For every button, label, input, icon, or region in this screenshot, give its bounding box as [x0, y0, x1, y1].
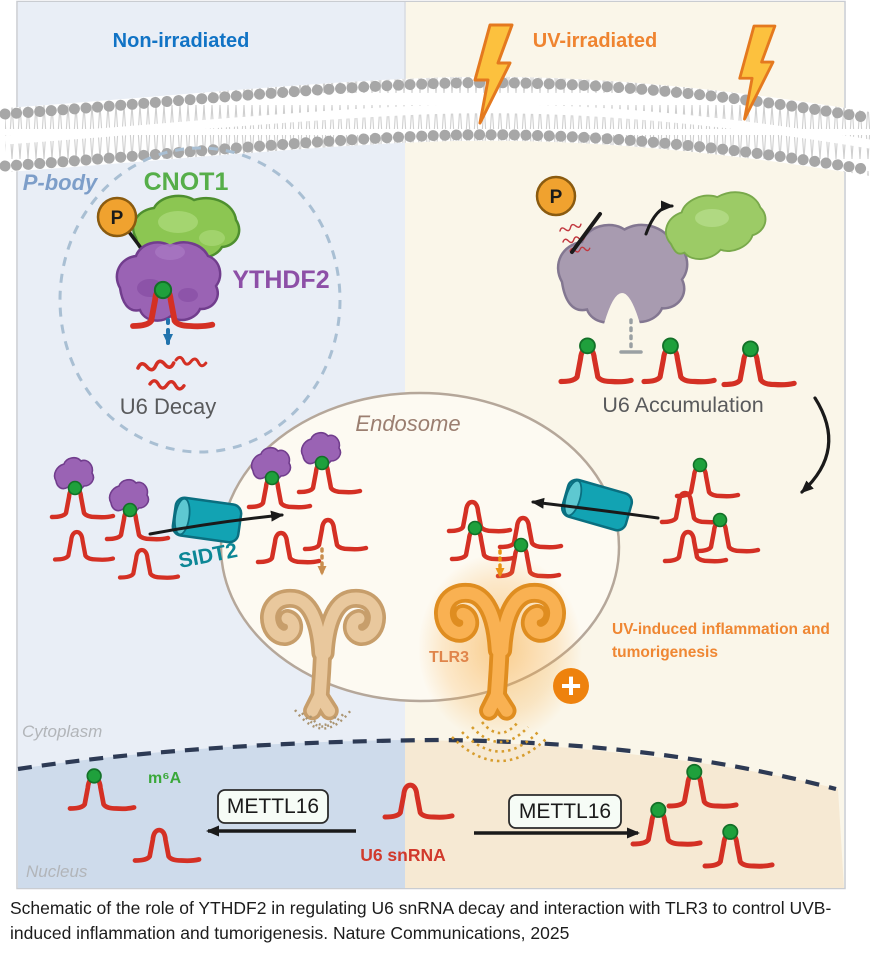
- u6-decay-label: U6 Decay: [120, 394, 217, 419]
- p-body-boundary: [58, 146, 342, 454]
- cnot1-label: CNOT1: [144, 168, 229, 196]
- tlr3-label: TLR3: [429, 649, 469, 666]
- schematic-figure: Non-irradiated UV-irradiated P-body P CN…: [0, 0, 870, 890]
- phosphate-label: P: [550, 187, 563, 208]
- mettl16-label: METTL16: [519, 800, 611, 823]
- mettl16-label: METTL16: [227, 795, 319, 818]
- signal-arcs-weak: [294, 709, 352, 730]
- left-panel-title: Non-irradiated: [113, 30, 250, 52]
- dissociation-arrow: [644, 200, 674, 236]
- m6a-label: m⁶A: [148, 770, 182, 787]
- figure-border: [16, 0, 846, 890]
- import-arrow-right: [531, 497, 660, 520]
- nucleus-region: [18, 740, 844, 888]
- ythdf2-protein-inactive: [556, 223, 689, 324]
- phosphate-badge: P: [96, 196, 138, 238]
- signal-arcs-strong: [451, 721, 549, 763]
- uv-outcome-line2: tumorigenesis: [612, 644, 718, 661]
- figure-caption: Schematic of the role of YTHDF2 in regul…: [10, 898, 832, 943]
- cnot1-protein-released: [658, 183, 773, 267]
- cytoplasm-label: Cytoplasm: [22, 722, 102, 741]
- ythdf2-label: YTHDF2: [232, 266, 329, 294]
- cross-out-slash: [570, 212, 602, 254]
- accumulation-flow-arrow: [800, 396, 831, 494]
- import-arrow-left: [148, 510, 284, 536]
- p-body-label: P-body: [23, 170, 99, 195]
- inhibition-bar: [619, 318, 643, 354]
- uv-outcome-line1: UV-induced inflammation and: [612, 621, 830, 638]
- endosome-label: Endosome: [355, 411, 460, 436]
- phosphate-badge-released: P: [535, 175, 577, 217]
- right-panel-title: UV-irradiated: [533, 30, 657, 52]
- nuclear-envelope: [17, 737, 837, 792]
- mettl16-box-right: METTL16: [508, 794, 622, 829]
- phosphate-label: P: [111, 208, 124, 229]
- mettl16-box-left: METTL16: [217, 789, 329, 824]
- nucleus-label: Nucleus: [26, 862, 88, 881]
- cnot1-protein: [131, 194, 241, 262]
- plus-label: +: [560, 665, 581, 706]
- blocked-rna-binding: [558, 212, 602, 254]
- u6-snrna-label: U6 snRNA: [360, 845, 446, 865]
- u6-accumulation-label: U6 Accumulation: [602, 393, 763, 417]
- plus-badge: +: [553, 665, 589, 706]
